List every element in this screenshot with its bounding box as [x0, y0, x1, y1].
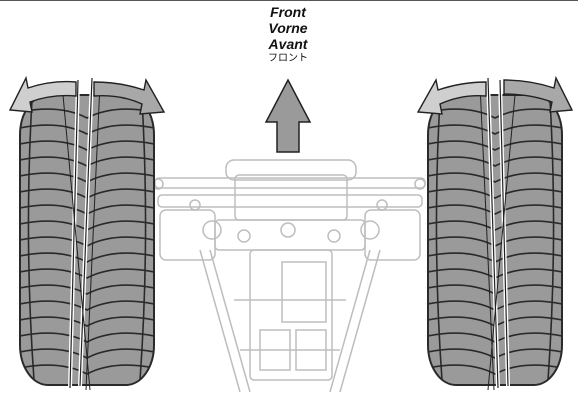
left-tire: [19, 77, 155, 391]
top-border: [0, 0, 578, 1]
front-label-french: Avant: [268, 36, 308, 52]
front-label-japanese: フロント: [268, 53, 308, 64]
camber-arrow-left-inner-icon: [93, 78, 166, 115]
camber-arrow-left-outer-icon: [8, 75, 77, 113]
front-arrow-icon: [264, 78, 312, 153]
camber-arrow-right-inner-icon: [416, 78, 487, 115]
camber-arrow-right-outer-icon: [503, 75, 574, 113]
front-direction-labels: Front Vorne Avant フロント: [240, 4, 336, 66]
front-label-english: Front: [270, 4, 306, 20]
chassis: [152, 159, 426, 393]
right-tire: [427, 77, 563, 391]
front-label-german: Vorne: [268, 20, 308, 36]
